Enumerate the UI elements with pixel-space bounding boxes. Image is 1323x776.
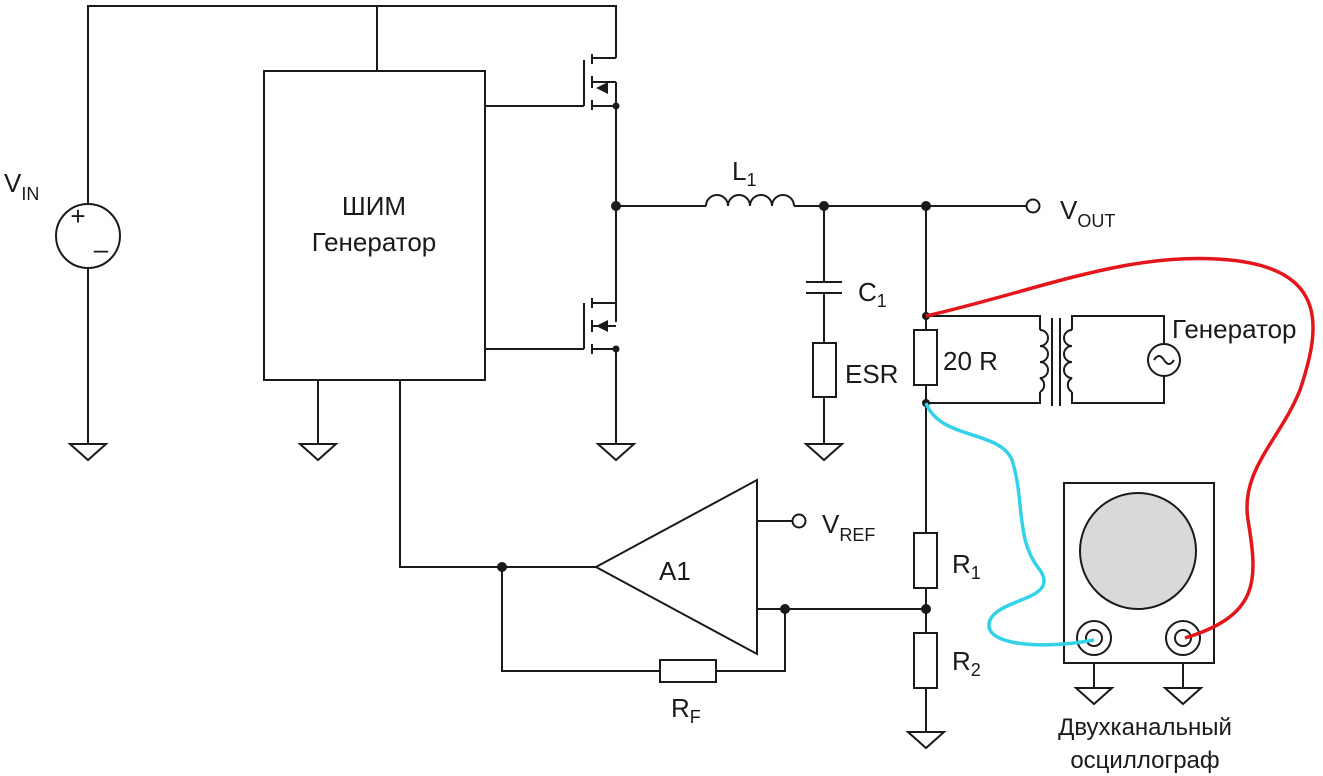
resistor-rf — [659, 659, 717, 683]
esr-label: ESR — [845, 359, 898, 389]
r2-label: R2 — [952, 646, 981, 680]
oscilloscope-label-line2: осциллограф — [1070, 747, 1219, 774]
ground-symbol-vin — [67, 443, 109, 462]
a1-label: A1 — [659, 556, 691, 586]
red-probe-cable — [925, 256, 1315, 640]
feedback-divider — [905, 532, 947, 750]
oscilloscope-screen — [1079, 492, 1197, 610]
vin-label: VIN — [4, 168, 39, 204]
pwm-generator-block: ШИМ Генератор — [263, 70, 596, 568]
vin-source: + – — [55, 5, 617, 462]
pwm-label-line1: ШИМ — [342, 191, 406, 221]
l1-label: L1 — [732, 156, 756, 190]
low-side-mosfet — [485, 298, 637, 462]
vref-label: VREF — [822, 509, 875, 545]
ground-symbol-lowside — [595, 443, 637, 462]
injection-transformer — [926, 315, 1181, 406]
ground-symbol-divider — [905, 731, 947, 750]
vout-label: VOUT — [1060, 195, 1115, 231]
rf-label: RF — [671, 693, 701, 727]
r1-label: R1 — [952, 549, 981, 583]
error-amplifier-a1 — [497, 478, 926, 683]
vref-terminal — [791, 513, 807, 529]
output-capacitor-c1 — [803, 206, 845, 462]
vin-minus-sign: – — [94, 234, 109, 264]
ground-symbol-cap — [803, 443, 845, 462]
injection-resistor — [913, 206, 938, 533]
cyan-probe-cable — [924, 402, 1095, 647]
high-side-mosfet — [485, 54, 620, 322]
generator-label: Генератор — [1172, 314, 1297, 344]
pwm-label-line2: Генератор — [312, 227, 437, 257]
c1-label: C1 — [858, 277, 887, 311]
sine-wave-icon — [1153, 355, 1175, 365]
oscilloscope-label-line1: Двухканальный — [1058, 714, 1232, 741]
output-rail — [611, 194, 1041, 214]
ground-symbol-osc-1 — [1073, 687, 1115, 706]
inductor-l1 — [705, 194, 795, 207]
vout-terminal — [1025, 198, 1041, 214]
esr-resistor — [812, 342, 837, 398]
ground-symbol-osc-2 — [1162, 687, 1204, 706]
resistor-r2 — [913, 632, 938, 689]
r20-label: 20 R — [943, 346, 998, 376]
resistor-r1 — [913, 532, 938, 589]
vin-plus-sign: + — [70, 201, 85, 231]
ground-symbol-pwm — [297, 443, 339, 462]
oscilloscope — [1063, 482, 1215, 706]
